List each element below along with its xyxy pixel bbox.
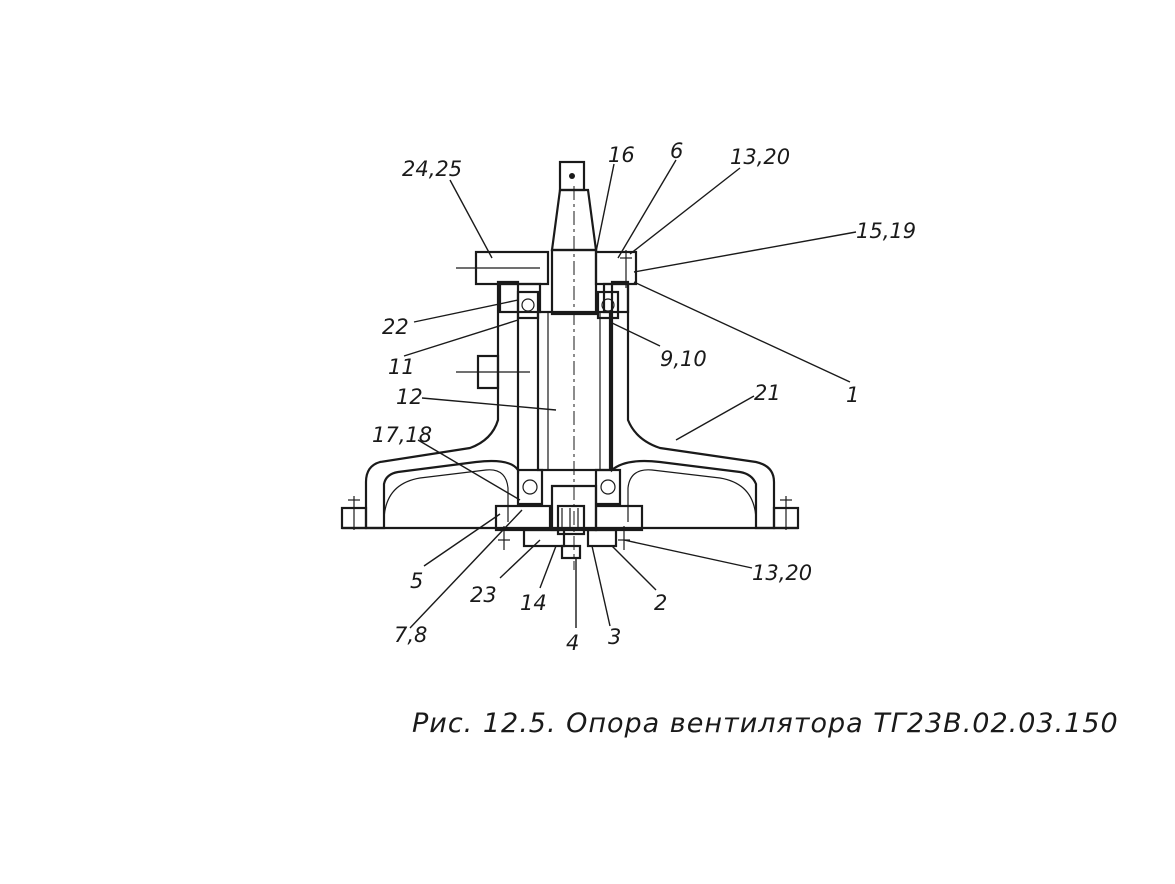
top-cover (456, 250, 638, 314)
label-14: 14 (520, 591, 547, 615)
housing-inner-web-left (383, 469, 509, 523)
label-7-8: 7,8 (394, 623, 427, 647)
label-22: 22 (382, 315, 409, 339)
label-1: 1 (846, 383, 859, 407)
label-23: 23 (470, 583, 497, 607)
figure-caption: Рис. 12.5. Опора вентилятора ТГ23В.02.03… (412, 708, 1119, 739)
label-16: 16 (608, 143, 635, 167)
housing-inner-web-right (627, 469, 757, 523)
upper-bearing (516, 290, 620, 320)
label-17-18: 17,18 (372, 423, 432, 447)
label-21: 21 (754, 381, 781, 405)
label-3: 3 (608, 625, 621, 649)
label-2: 2 (654, 591, 667, 615)
label-5: 5 (410, 569, 423, 593)
label-15-19: 15,19 (856, 219, 916, 243)
label-9-10: 9,10 (660, 347, 707, 371)
shaft (536, 160, 612, 570)
leader-lines (403, 159, 857, 629)
bottom-cover (494, 484, 644, 560)
housing-right (610, 280, 776, 530)
side-screw (456, 354, 530, 390)
label-4: 4 (566, 631, 579, 655)
label-12: 12 (396, 385, 423, 409)
label-24-25: 24,25 (402, 157, 462, 181)
label-6: 6 (670, 139, 683, 163)
label-13-20-bottom: 13,20 (752, 561, 812, 585)
label-13-20-top: 13,20 (730, 145, 790, 169)
label-11: 11 (388, 355, 415, 379)
